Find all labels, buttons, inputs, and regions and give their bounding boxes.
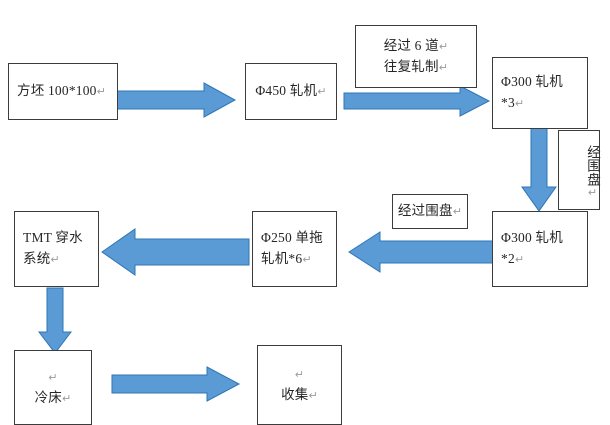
node-mill250-x6[interactable]: Φ250 单拖 轧机*6↵: [252, 211, 337, 287]
pilcrow-mark: ↵: [294, 368, 305, 382]
node-mill450-line-0: Φ450 轧机↵: [255, 83, 327, 99]
node-cool-bed-line-0: ↵: [48, 367, 57, 388]
arrow-mill250-x6-to-tmt: [101, 228, 250, 276]
node-mill300-x3[interactable]: Φ300 轧机 *3↵: [492, 57, 588, 129]
pilcrow-mark: ↵: [586, 185, 599, 200]
node-cool-bed[interactable]: ↵ 冷床↵: [14, 350, 92, 425]
node-collect-line-1: 收集↵: [281, 387, 318, 402]
node-tmt-line-0: TMT 穿水: [23, 230, 83, 246]
arrow-billet-to-mill450: [115, 82, 237, 118]
pilcrow-mark: ↵: [61, 391, 72, 405]
pilcrow-mark: ↵: [317, 85, 327, 99]
pilcrow-mark: ↵: [96, 85, 107, 99]
node-cool-bed-line-1: 冷床↵: [34, 389, 72, 405]
node-note-loop-line-0: 经围盘↵: [585, 144, 600, 200]
node-note-pass-loop[interactable]: 经过围盘↵: [392, 194, 468, 229]
node-note-6-pass-line-0: 经过 6 道↵: [383, 37, 449, 53]
pilcrow-mark: ↵: [514, 97, 525, 110]
node-mill300-x3-line-1: *3↵: [501, 95, 525, 110]
node-note-loop[interactable]: 经围盘↵: [558, 130, 600, 210]
pilcrow-mark: ↵: [438, 60, 449, 74]
node-tmt[interactable]: TMT 穿水 系统↵: [14, 211, 99, 287]
arrow-mill450-to-mill300-x3: [343, 85, 491, 117]
node-collect[interactable]: ↵ 收集↵: [257, 345, 342, 425]
node-billet-line-0: 方坯 100*100↵: [17, 83, 107, 99]
pilcrow-mark: ↵: [50, 253, 60, 266]
node-mill250-x6-line-1: 轧机*6↵: [261, 251, 312, 266]
arrow-mill300-x3-to-mill300-x2: [521, 127, 557, 212]
pilcrow-mark: ↵: [308, 389, 318, 402]
arrow-tmt-to-cool-bed: [37, 287, 73, 354]
node-tmt-line-1: 系统↵: [23, 251, 60, 266]
pilcrow-mark: ↵: [302, 253, 312, 266]
node-note-6-pass[interactable]: 经过 6 道↵ 往复轧制↵: [355, 25, 477, 88]
pilcrow-mark: ↵: [452, 205, 463, 219]
node-mill300-x2[interactable]: Φ300 轧机 *2↵: [492, 211, 588, 287]
node-billet[interactable]: 方坯 100*100↵: [8, 63, 118, 120]
node-collect-line-0: ↵: [295, 364, 304, 385]
node-mill300-x2-line-1: *2↵: [501, 251, 525, 266]
node-note-pass-loop-line-0: 经过围盘↵: [397, 203, 463, 219]
node-mill300-x2-line-0: Φ300 轧机: [501, 230, 563, 246]
pilcrow-mark: ↵: [438, 39, 449, 53]
arrow-mill300-x2-to-mill250-x6: [348, 231, 494, 273]
pilcrow-mark: ↵: [48, 370, 58, 384]
node-mill450[interactable]: Φ450 轧机↵: [245, 63, 337, 120]
node-mill250-x6-line-0: Φ250 单拖: [261, 230, 323, 246]
arrow-cool-bed-to-collect: [111, 366, 241, 402]
node-note-6-pass-line-1: 往复轧制↵: [383, 58, 449, 74]
node-mill300-x3-line-0: Φ300 轧机: [501, 74, 563, 90]
pilcrow-mark: ↵: [514, 253, 525, 266]
